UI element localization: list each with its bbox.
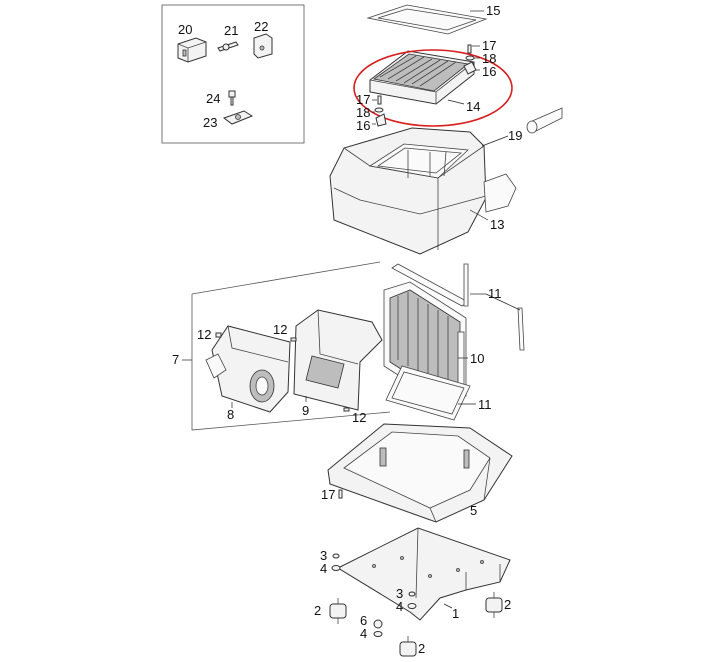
callout-19: 19 xyxy=(508,128,522,143)
callout-3-right: 3 xyxy=(396,586,403,601)
mount-right: 2 xyxy=(485,592,511,618)
callout-4-bottom: 4 xyxy=(360,626,367,641)
callout-1: 1 xyxy=(452,606,459,621)
part-9-fan-housing: 9 12 12 xyxy=(273,309,383,425)
callout-12-bottom: 12 xyxy=(352,410,366,425)
callout-14: 14 xyxy=(466,99,480,114)
callout-5: 5 xyxy=(470,503,477,518)
part-23-clip xyxy=(222,110,254,125)
part-13-upper-housing: 13 xyxy=(329,127,517,255)
part-1-mounting-plate: 1 xyxy=(336,527,511,621)
callout-11-top: 11 xyxy=(488,286,502,301)
blower-group-frame: 7 xyxy=(172,261,391,431)
mount-left: 2 xyxy=(314,598,347,624)
callout-2-right: 2 xyxy=(504,597,511,612)
callout-20: 20 xyxy=(178,22,192,37)
callout-11-bottom: 11 xyxy=(478,397,492,412)
part-22-bracket xyxy=(253,33,273,59)
callout-12-housing: 12 xyxy=(273,322,287,337)
part-8-blower-motor: 8 12 xyxy=(197,325,291,422)
hardware-left-16-17-18: 17 18 16 xyxy=(356,92,387,133)
part-19-seal-strip: 19 xyxy=(481,107,563,147)
part-21-pin xyxy=(217,41,239,52)
callout-24: 24 xyxy=(206,91,220,106)
inset-frame xyxy=(161,4,305,144)
hardware-right-16-17-18: 17 18 16 xyxy=(463,38,496,79)
callout-16-left: 16 xyxy=(356,118,370,133)
callout-4-left: 4 xyxy=(320,561,327,576)
callout-10: 10 xyxy=(470,351,484,366)
part-20-connector xyxy=(177,37,207,63)
part-2-rubber-mounts: 2 2 2 6 4 xyxy=(314,592,511,657)
callout-18-left: 18 xyxy=(356,105,370,120)
callout-15: 15 xyxy=(486,3,500,18)
part-15-filter-frame: 15 xyxy=(366,3,500,35)
hardware-3-4-plate: 3 4 3 4 xyxy=(320,548,417,614)
callout-16-right: 16 xyxy=(482,64,496,79)
callout-18-right: 18 xyxy=(482,51,496,66)
callout-13: 13 xyxy=(490,217,504,232)
callout-22: 22 xyxy=(254,19,268,34)
callout-6: 6 xyxy=(360,613,367,628)
part-14-air-filter: 14 xyxy=(353,49,513,127)
callout-2-bottom: 2 xyxy=(418,641,425,656)
callout-3-left: 3 xyxy=(320,548,327,563)
callout-9: 9 xyxy=(302,403,309,418)
mount-bottom: 2 xyxy=(399,636,425,657)
highlight-ellipse xyxy=(353,49,513,127)
callout-7: 7 xyxy=(172,352,179,367)
callout-12-motor: 12 xyxy=(197,327,211,342)
part-5-lower-tray: 5 17 xyxy=(321,423,513,523)
callout-23: 23 xyxy=(203,115,217,130)
nut-6-washer-4: 6 4 xyxy=(360,613,383,641)
small-parts-inset: 20 21 22 24 23 xyxy=(161,4,305,144)
callout-17-left: 17 xyxy=(356,92,370,107)
callout-2-left: 2 xyxy=(314,603,321,618)
callout-4-right: 4 xyxy=(396,599,403,614)
part-24-screw xyxy=(228,90,236,106)
callout-21: 21 xyxy=(224,23,238,38)
callout-17-right: 17 xyxy=(482,38,496,53)
part-11-seals: 11 11 xyxy=(385,263,525,421)
callout-8: 8 xyxy=(227,407,234,422)
callout-17-tray: 17 xyxy=(321,487,335,502)
